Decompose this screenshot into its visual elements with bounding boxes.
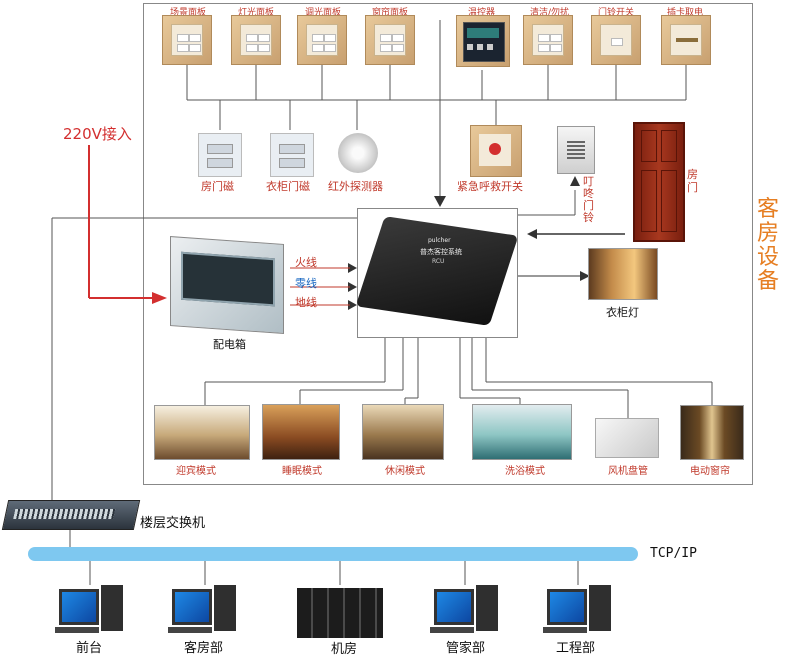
label-bath-mode: 洗浴模式 <box>505 466 545 477</box>
label-doorbell-switch: 门铃开关 <box>598 8 635 18</box>
infrared-detector-icon <box>338 133 378 173</box>
label-curtain-panel: 窗帘面板 <box>372 8 409 18</box>
label-distribution-box: 配电箱 <box>213 338 246 351</box>
card-power-panel <box>661 15 711 65</box>
sleep-mode-photo <box>262 404 340 460</box>
floor-switch-icon <box>1 500 141 530</box>
door-magnet-icon <box>198 133 242 177</box>
front-desk-computer-icon <box>55 585 135 637</box>
rcu-brand: pulcher <box>428 237 451 244</box>
label-welcome-mode: 迎宾模式 <box>176 466 216 477</box>
label-door-magnet: 房门磁 <box>201 180 234 193</box>
rcu-code: RCU <box>432 258 445 265</box>
label-sleep-mode: 睡眠模式 <box>282 466 322 477</box>
label-infrared-detector: 红外探测器 <box>328 180 383 193</box>
label-clean-dnd: 清洁/勿扰 <box>530 8 570 18</box>
scene-panel <box>162 15 212 65</box>
thermostat <box>456 15 510 67</box>
butler-computer-icon <box>430 585 510 637</box>
clean-dnd-panel <box>523 15 573 65</box>
doorbell-icon <box>557 126 595 174</box>
label-card-power: 插卡取电 <box>667 8 704 18</box>
label-wardrobe-magnet: 衣柜门磁 <box>266 180 310 193</box>
fan-coil-photo <box>595 418 659 458</box>
distribution-box-icon <box>170 236 284 334</box>
label-power-input: 220V接入 <box>63 125 132 143</box>
welcome-mode-photo <box>154 405 250 460</box>
label-engineering: 工程部 <box>556 641 596 656</box>
network-bus <box>28 547 638 561</box>
dimmer-panel <box>297 15 347 65</box>
label-door: 房门 <box>687 168 698 194</box>
light-panel <box>231 15 281 65</box>
label-butler: 管家部 <box>446 641 486 656</box>
rcu-device-icon <box>355 216 519 326</box>
label-doorbell: 叮咚门铃 <box>583 175 594 224</box>
label-neutral-wire: 零线 <box>295 277 317 290</box>
label-scene-panel: 场景面板 <box>170 8 207 18</box>
doorbell-switch-panel <box>591 15 641 65</box>
rcu-name: 普杰客控系统 <box>420 248 462 256</box>
label-housekeeping: 客房部 <box>184 641 224 656</box>
label-floor-switch: 楼层交换机 <box>140 516 206 531</box>
room-enclosure <box>143 3 753 485</box>
label-fan-coil: 风机盘管 <box>608 466 648 477</box>
label-front-desk: 前台 <box>76 641 103 656</box>
label-ground-wire: 地线 <box>295 296 317 309</box>
label-network: TCP/IP <box>650 546 697 561</box>
label-wardrobe-light: 衣柜灯 <box>606 306 639 319</box>
label-server-room: 机房 <box>331 642 358 657</box>
emergency-call-icon <box>470 125 522 177</box>
housekeeping-computer-icon <box>168 585 248 637</box>
wardrobe-light-photo <box>588 248 658 300</box>
label-light-panel: 灯光面板 <box>238 8 275 18</box>
label-thermostat: 温控器 <box>468 8 496 18</box>
label-electric-curtain: 电动窗帘 <box>690 466 730 477</box>
label-live-wire: 火线 <box>295 256 317 269</box>
leisure-mode-photo <box>362 404 444 460</box>
electric-curtain-photo <box>680 405 744 460</box>
wardrobe-magnet-icon <box>270 133 314 177</box>
server-room-icon <box>297 588 383 638</box>
engineering-computer-icon <box>543 585 623 637</box>
label-room-equipment: 客房设备 <box>757 197 780 294</box>
label-emergency-call: 紧急呼救开关 <box>457 180 523 193</box>
bath-mode-photo <box>472 404 572 460</box>
curtain-panel <box>365 15 415 65</box>
label-leisure-mode: 休闲模式 <box>385 466 425 477</box>
label-dimmer-panel: 调光面板 <box>305 8 342 18</box>
door-icon <box>633 122 685 242</box>
